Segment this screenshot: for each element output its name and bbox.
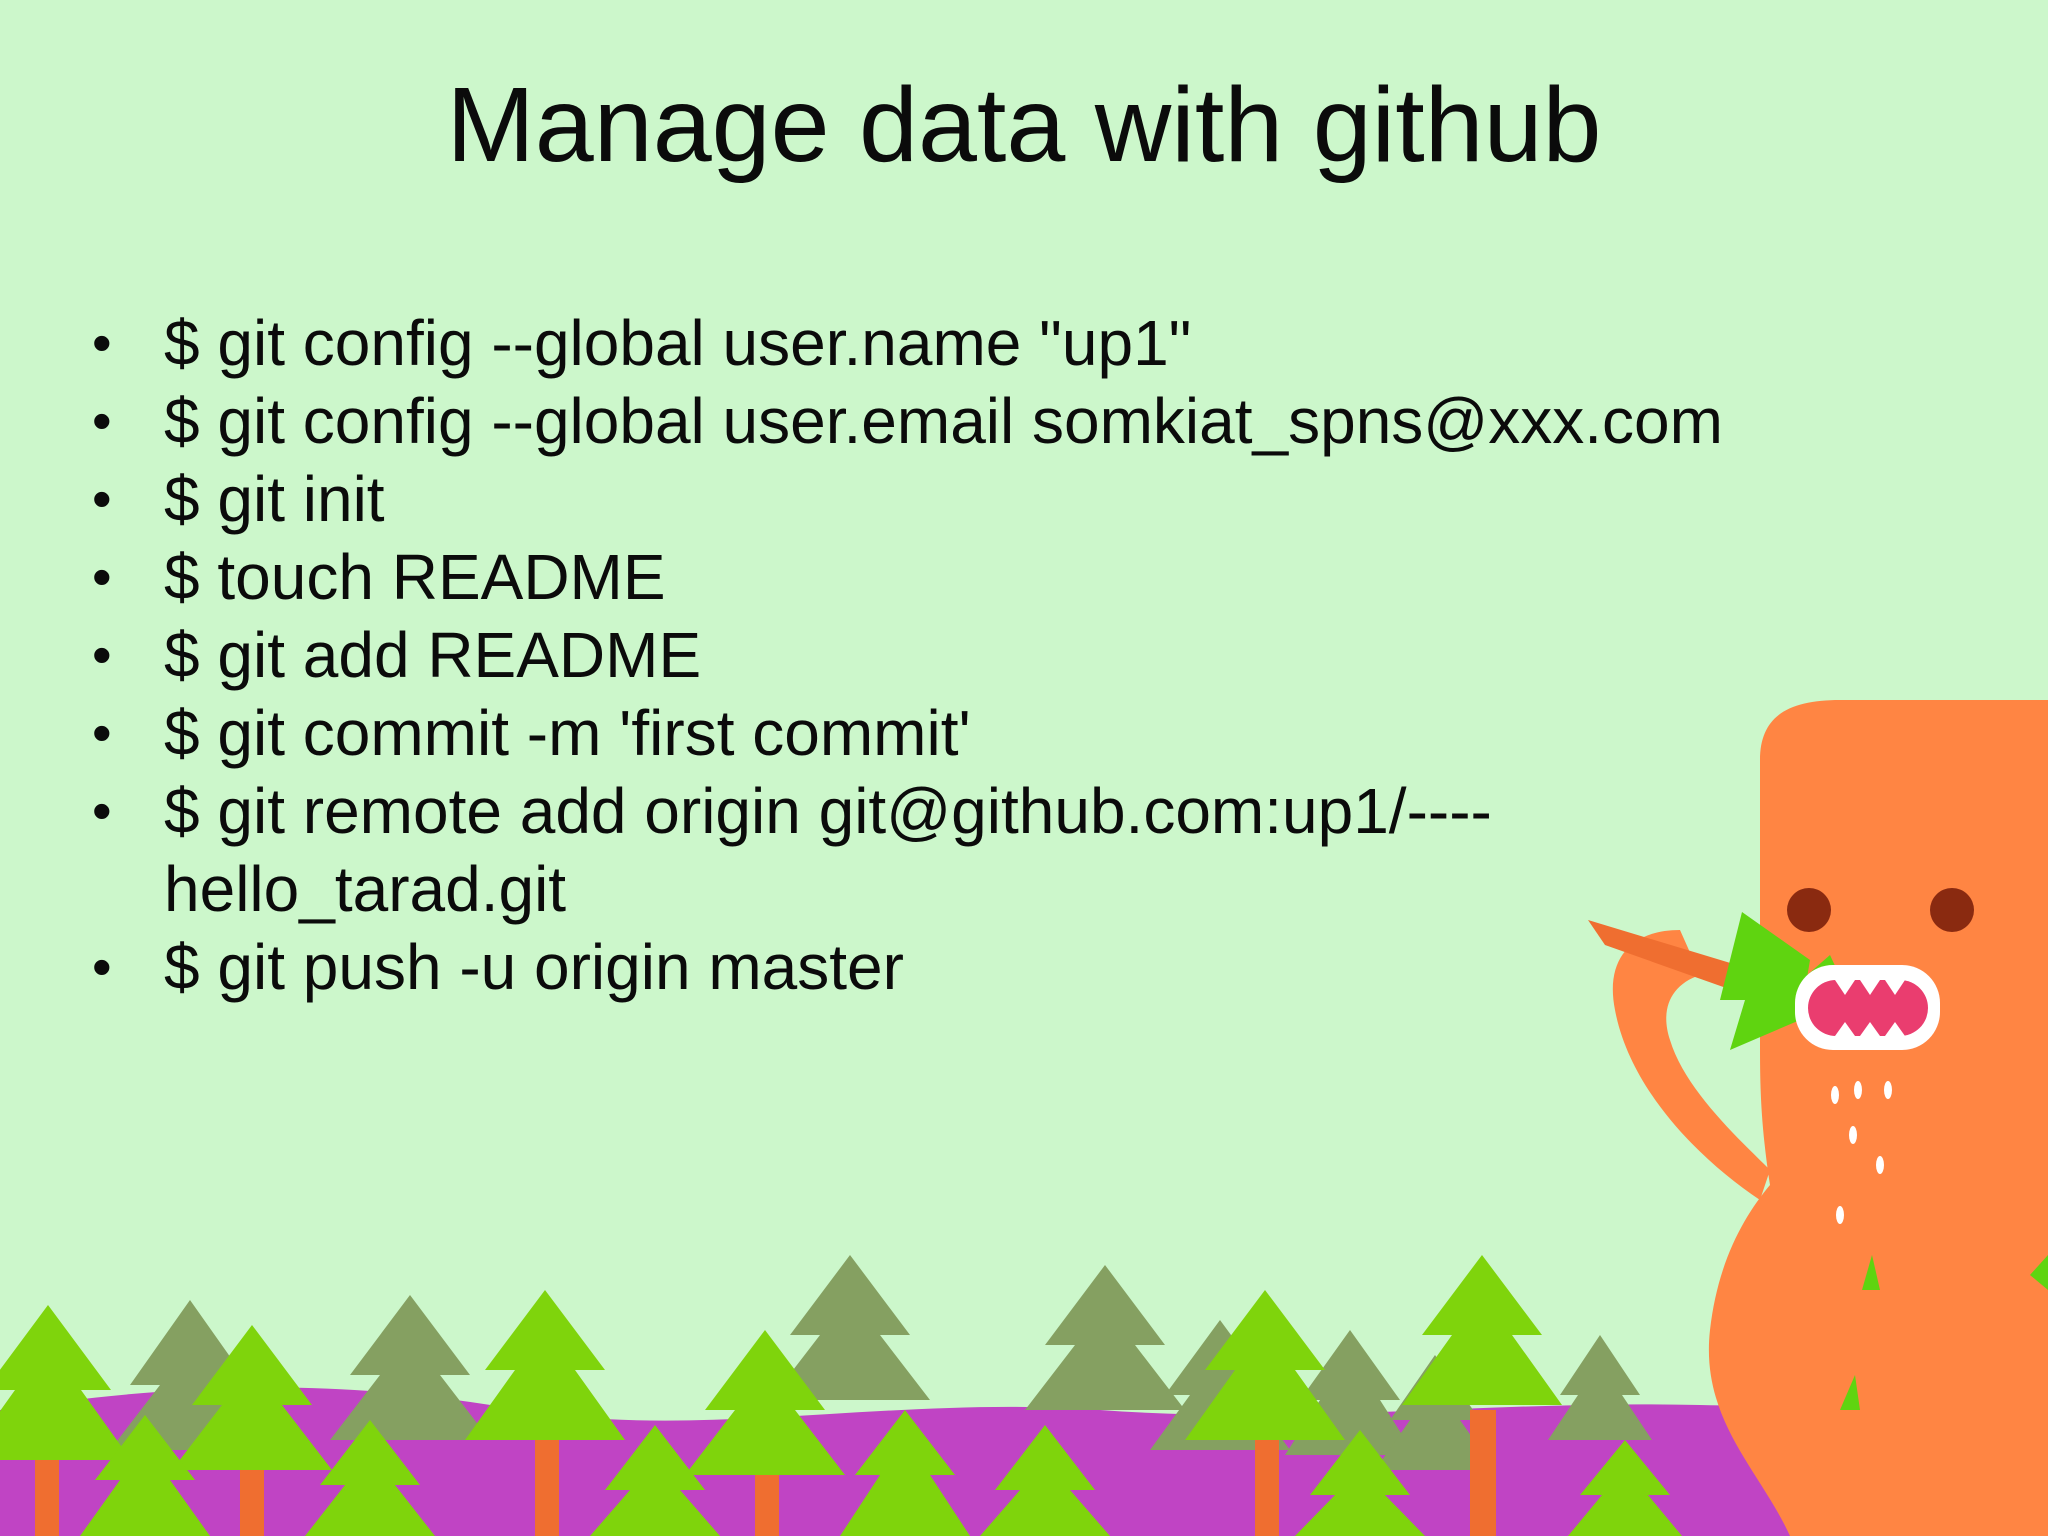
bright-trees bbox=[0, 1255, 1682, 1536]
list-item: • $ git commit -m 'first commit' bbox=[88, 694, 1788, 772]
list-item: • $ git add README bbox=[88, 616, 1788, 694]
command-list: • $ git config --global user.name "up1" •… bbox=[88, 304, 1788, 1006]
list-item: • $ touch README bbox=[88, 538, 1788, 616]
command-text: $ git commit -m 'first commit' bbox=[164, 697, 971, 769]
list-item: • $ git push -u origin master bbox=[88, 928, 1788, 1006]
command-text: $ git remote add origin git@github.com:u… bbox=[164, 775, 1492, 925]
list-item: • $ git remote add origin git@github.com:… bbox=[88, 772, 1788, 928]
command-text: $ git push -u origin master bbox=[164, 931, 904, 1003]
list-item: • $ git config --global user.email somkia… bbox=[88, 382, 1788, 460]
command-text: $ git add README bbox=[164, 619, 702, 691]
bullet-icon: • bbox=[92, 779, 112, 842]
bullet-icon: • bbox=[92, 467, 112, 530]
list-item: • $ git config --global user.name "up1" bbox=[88, 304, 1788, 382]
command-text: $ touch README bbox=[164, 541, 666, 613]
bullet-icon: • bbox=[92, 623, 112, 686]
purple-hills bbox=[0, 1387, 2048, 1536]
slide-title: Manage data with github bbox=[446, 66, 1602, 184]
list-item: • $ git init bbox=[88, 460, 1788, 538]
command-text: $ git config --global user.email somkiat… bbox=[164, 385, 1723, 457]
dark-trees bbox=[110, 1255, 1652, 1470]
bullet-icon: • bbox=[92, 311, 112, 374]
bullet-icon: • bbox=[92, 935, 112, 998]
command-text: $ git config --global user.name "up1" bbox=[164, 307, 1192, 379]
bullet-icon: • bbox=[92, 545, 112, 608]
bullet-icon: • bbox=[92, 701, 112, 764]
bullet-icon: • bbox=[92, 389, 112, 452]
command-text: $ git init bbox=[164, 463, 385, 535]
tree-trunks bbox=[35, 1410, 1496, 1536]
